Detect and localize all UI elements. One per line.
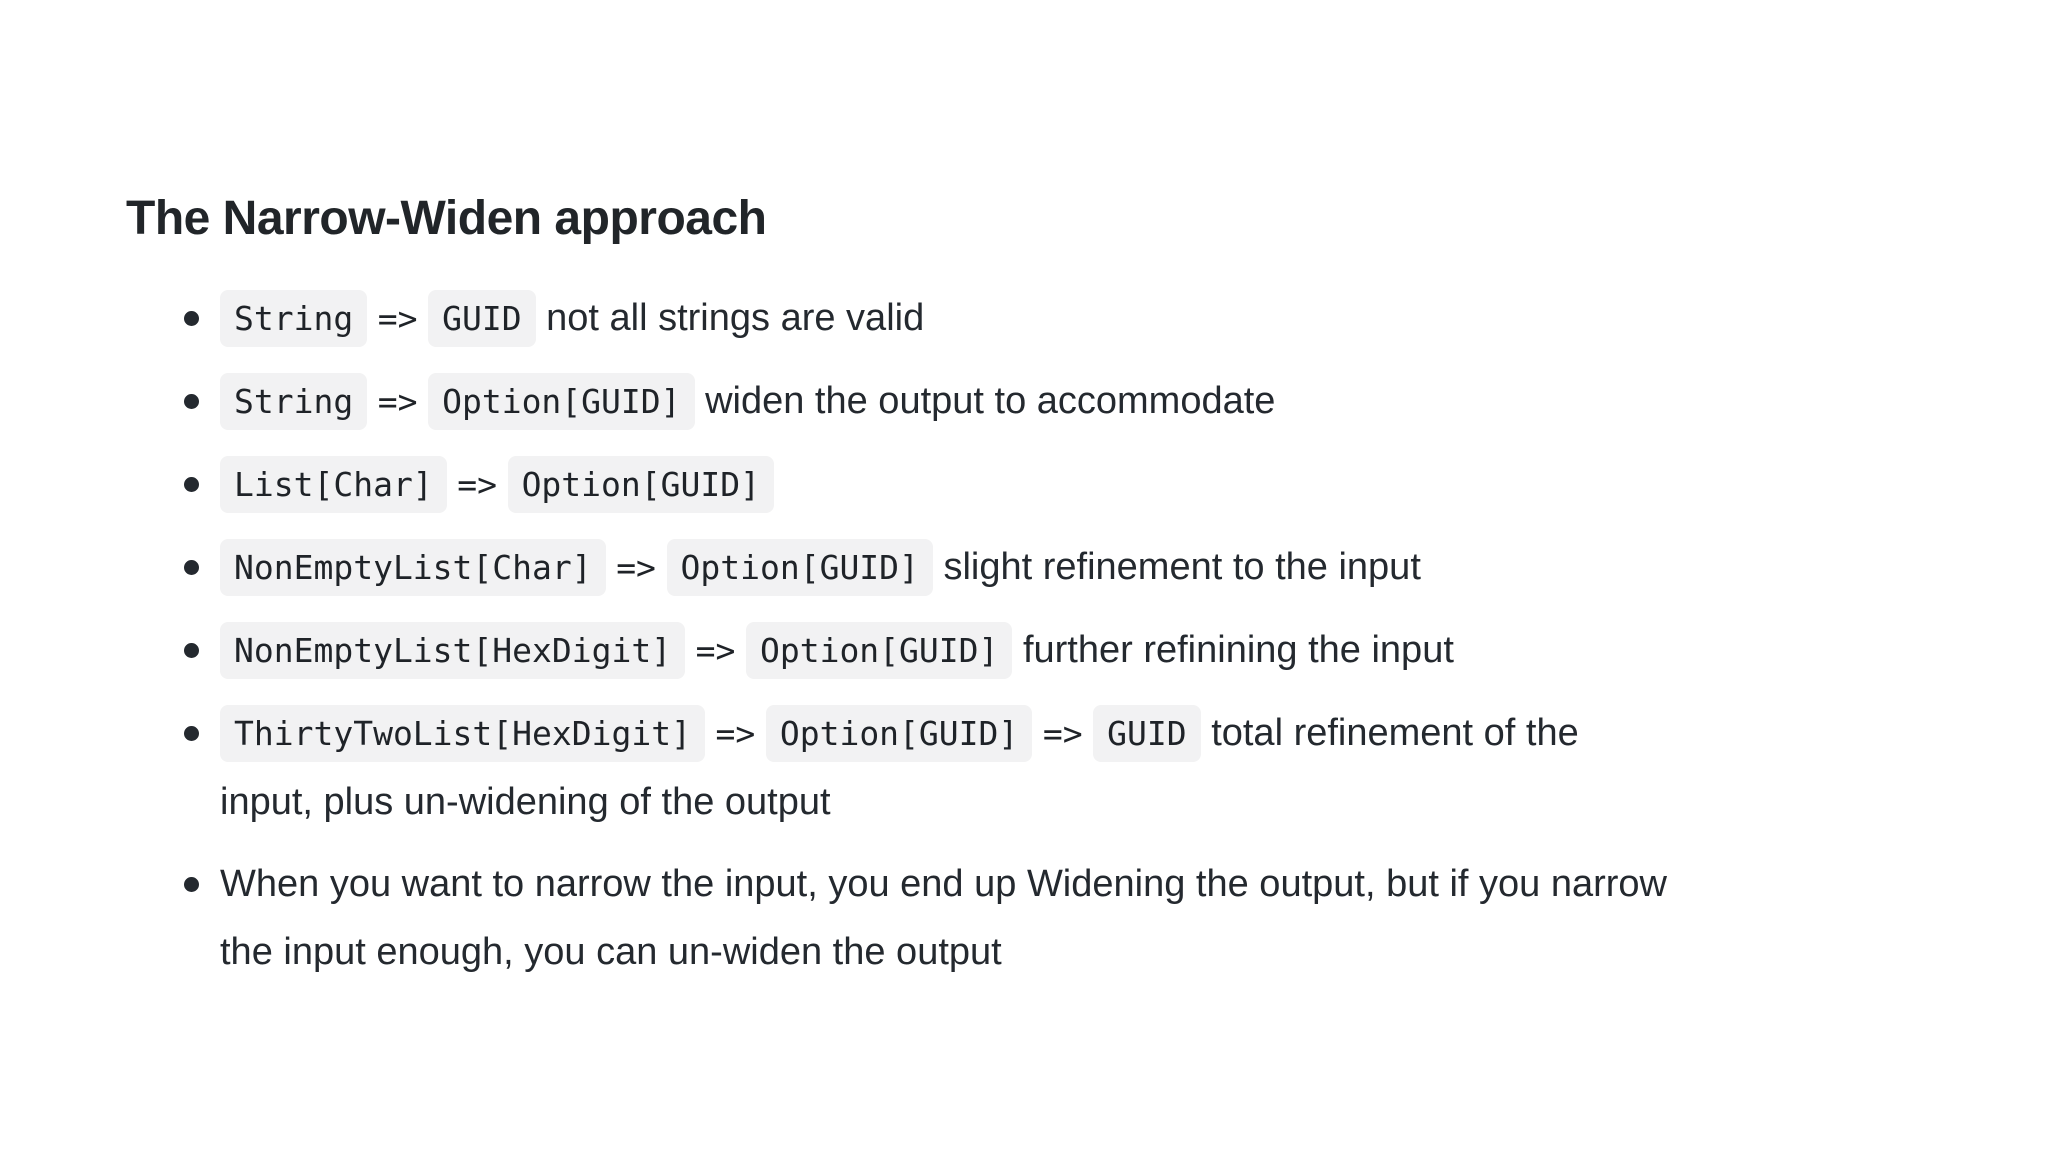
inline-code: GUID [1093,705,1201,762]
list-item: List[Char] => Option[GUID] [184,450,1960,519]
list-item-text: total refinement of the [1211,712,1579,754]
list-item-text: slight refinement to the input [943,546,1421,588]
bullet-list: String => GUID not all strings are valid… [126,284,1960,986]
inline-code: Option[GUID] [745,622,1013,679]
inline-code: Option[GUID] [765,705,1033,762]
page-title: The Narrow-Widen approach [126,192,767,245]
list-item-text: widen the output to accommodate [705,380,1276,422]
arrow-operator: => [377,382,418,421]
list-item-text: further refinining the input [1022,629,1454,671]
list-item-text: the input enough, you can un-widen the o… [220,931,1002,973]
inline-code: NonEmptyList[HexDigit] [220,622,686,679]
list-item-text: input, plus un-widening of the output [220,781,831,823]
arrow-operator: => [616,548,656,587]
inline-code: String [220,373,368,430]
list-item: NonEmptyList[Char] => Option[GUID] sligh… [184,533,1960,602]
inline-code: GUID [428,290,536,347]
inline-code: Option[GUID] [666,539,933,596]
inline-code: NonEmptyList[Char] [220,539,606,596]
list-item: NonEmptyList[HexDigit] => Option[GUID] f… [184,616,1960,685]
list-item: ThirtyTwoList[HexDigit] => Option[GUID] … [184,699,1960,836]
inline-code: ThirtyTwoList[HexDigit] [220,705,705,762]
inline-code: List[Char] [220,456,447,513]
inline-code: String [220,290,368,347]
list-item: When you want to narrow the input, you e… [184,850,1960,986]
list-item-text: When you want to narrow the input, you e… [220,863,1667,905]
inline-code: Option[GUID] [428,373,695,430]
inline-code: Option[GUID] [507,456,774,513]
arrow-operator: => [1042,714,1083,753]
arrow-operator: => [715,714,756,753]
arrow-operator: => [695,631,736,670]
list-item: String => Option[GUID] widen the output … [184,367,1960,436]
list-item: String => GUID not all strings are valid [184,284,1960,353]
list-item-text: not all strings are valid [546,297,925,339]
arrow-operator: => [377,299,418,338]
arrow-operator: => [457,465,497,504]
